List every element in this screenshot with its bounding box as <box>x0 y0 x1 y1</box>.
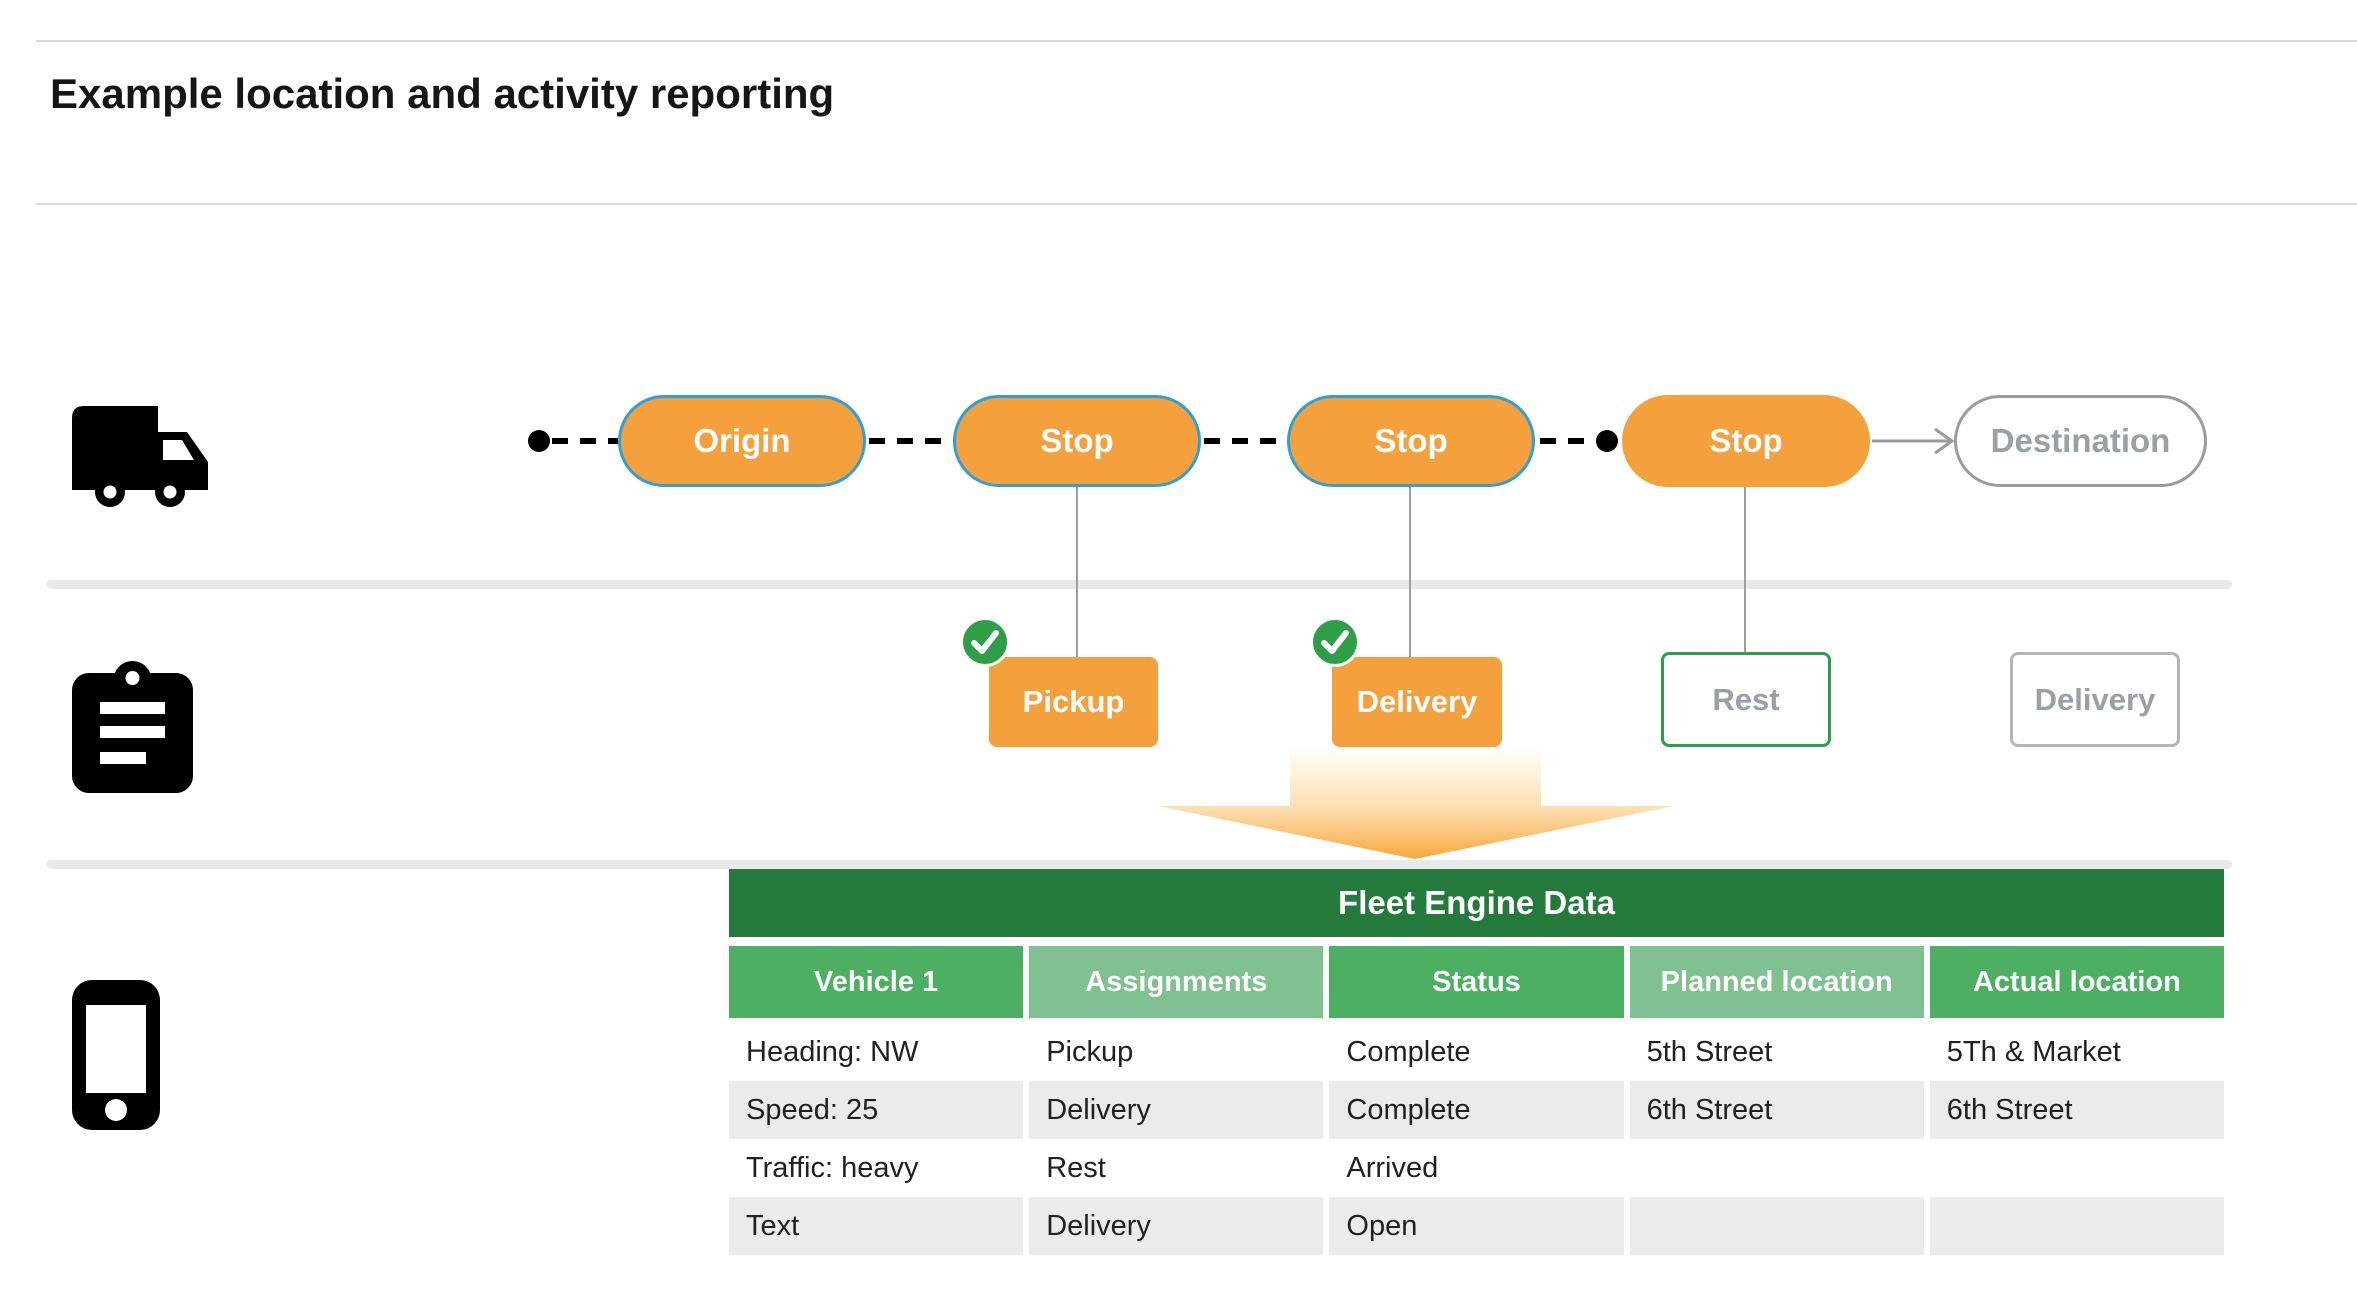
table-cell <box>1630 1139 1924 1197</box>
table-cell: Heading: NW <box>746 1036 919 1068</box>
table-cell: 5Th & Market <box>1946 1036 2121 1068</box>
route-node-label: Stop <box>1709 422 1783 459</box>
table-row: Traffic: heavy Rest Arrived <box>729 1139 2224 1197</box>
table-cell: 6th Street <box>1629 1081 1924 1139</box>
table-cell: Rest <box>1046 1152 1106 1184</box>
section-divider-band <box>46 860 2232 869</box>
route-start-dot <box>528 430 550 452</box>
check-icon <box>1310 617 1360 667</box>
activity-pickup: Pickup <box>989 657 1158 747</box>
table-cell: Delivery <box>1029 1197 1324 1255</box>
route-node-destination: Destination <box>1954 395 2207 487</box>
column-header-status: Status <box>1329 946 1624 1018</box>
column-header-planned-location: Planned location <box>1629 946 1924 1018</box>
column-header-vehicle: Vehicle 1 <box>729 946 1024 1018</box>
fleet-engine-table: Fleet Engine Data Vehicle 1 Assignments … <box>729 869 2224 1255</box>
route-node-stop-1: Stop <box>953 395 1201 487</box>
truck-icon <box>70 400 220 517</box>
table-cell <box>1930 1139 2224 1197</box>
table-row: Speed: 25 Delivery Complete 6th Street 6… <box>729 1081 2224 1139</box>
route-node-label: Origin <box>693 422 791 459</box>
activity-label: Pickup <box>1022 684 1125 719</box>
route-dashed-connector <box>1204 438 1285 444</box>
table-cell: Complete <box>1346 1036 1471 1068</box>
table-header-row: Vehicle 1 Assignments Status Planned loc… <box>729 946 2224 1018</box>
table-body: Heading: NW Pickup Complete 5th Street 5… <box>729 1023 2224 1255</box>
right-arrow-icon <box>1872 424 1956 463</box>
table-row: Text Delivery Open <box>729 1197 2224 1255</box>
table-title: Fleet Engine Data <box>729 869 2224 937</box>
activity-delivery: Delivery <box>1332 657 1502 747</box>
stop-to-activity-connector <box>1076 487 1078 657</box>
table-cell: Delivery <box>1029 1081 1324 1139</box>
table-cell: Traffic: heavy <box>746 1152 919 1184</box>
table-row: Heading: NW Pickup Complete 5th Street 5… <box>729 1023 2224 1081</box>
table-cell: Pickup <box>1046 1036 1134 1068</box>
table-cell: 5th Street <box>1646 1036 1773 1068</box>
table-cell: Speed: 25 <box>729 1081 1024 1139</box>
section-divider-band <box>46 580 2232 589</box>
route-node-stop-2: Stop <box>1287 395 1535 487</box>
route-dashed-connector <box>1540 438 1596 444</box>
route-node-label: Stop <box>1374 422 1448 459</box>
activity-label: Delivery <box>2034 681 2156 717</box>
route-node-label: Stop <box>1040 422 1114 459</box>
down-arrow-icon <box>1158 747 1673 859</box>
route-node-stop-3: Stop <box>1622 395 1870 487</box>
route-dashed-connector <box>552 438 618 444</box>
table-cell: Complete <box>1329 1081 1624 1139</box>
table-cell <box>1929 1197 2224 1255</box>
activity-label: Delivery <box>1356 684 1478 719</box>
clipboard-icon <box>72 660 193 798</box>
table-cell: Arrived <box>1346 1152 1439 1184</box>
column-header-assignments: Assignments <box>1029 946 1324 1018</box>
activity-delivery-future: Delivery <box>2010 652 2180 747</box>
table-cell: Open <box>1329 1197 1624 1255</box>
page-title: Example location and activity reporting <box>50 70 835 117</box>
activity-label: Rest <box>1712 681 1780 717</box>
smartphone-icon <box>72 980 160 1135</box>
route-node-origin: Origin <box>618 395 866 487</box>
stop-to-activity-connector <box>1409 487 1411 657</box>
activity-rest: Rest <box>1661 652 1831 747</box>
stop-to-activity-connector <box>1744 487 1746 653</box>
route-dashed-connector <box>869 438 951 444</box>
table-cell: Text <box>729 1197 1024 1255</box>
table-cell <box>1629 1197 1924 1255</box>
header-divider-line <box>36 203 2357 205</box>
check-icon <box>960 617 1010 667</box>
table-cell: 6th Street <box>1929 1081 2224 1139</box>
top-divider-line <box>36 40 2357 42</box>
route-position-dot <box>1596 430 1618 452</box>
column-header-actual-location: Actual location <box>1929 946 2224 1018</box>
route-node-label: Destination <box>1990 422 2171 459</box>
